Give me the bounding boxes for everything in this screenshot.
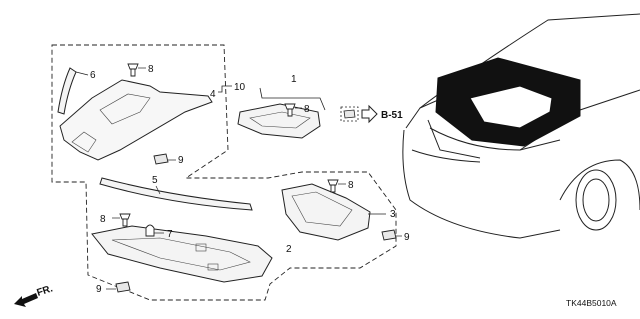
part-6-strip xyxy=(57,67,77,115)
callout-10: 10 xyxy=(234,82,246,93)
callout-9-a: 9 xyxy=(178,155,184,166)
callout-6: 6 xyxy=(90,70,96,81)
part-4-detail-2 xyxy=(71,131,97,153)
diagram-code: TK44B5010A xyxy=(566,298,617,308)
clip-8-a xyxy=(127,63,139,77)
callout-8-a: 8 xyxy=(148,64,154,75)
callout-8-c: 8 xyxy=(100,214,106,225)
part-3-detail xyxy=(291,191,353,227)
engine-bay-opening xyxy=(435,57,581,147)
front-arrow-icon xyxy=(14,293,38,307)
bracket-1 xyxy=(259,87,326,111)
callout-7: 7 xyxy=(167,229,173,240)
clip-8-c xyxy=(119,213,131,227)
clip-8-b xyxy=(284,103,296,117)
clip-8-d xyxy=(327,179,339,193)
ref-clip-icon xyxy=(343,109,356,119)
vehicle-illustration xyxy=(402,13,640,239)
callout-1: 1 xyxy=(291,74,297,85)
callout-4: 4 xyxy=(210,89,216,100)
ref-box xyxy=(340,106,359,122)
callout-3: 3 xyxy=(390,209,396,220)
clip-9-b xyxy=(115,281,131,293)
part-3-cover xyxy=(281,183,371,241)
part-2-cover xyxy=(91,225,273,283)
part-2-detail-2 xyxy=(195,243,207,252)
clip-9-c xyxy=(381,229,397,241)
callout-2: 2 xyxy=(286,244,292,255)
leader-6 xyxy=(75,71,89,76)
group-outline xyxy=(51,44,397,301)
part-5-strip xyxy=(99,177,253,211)
clip-9-a xyxy=(153,153,169,165)
callout-5: 5 xyxy=(152,175,158,186)
callout-9-c: 9 xyxy=(404,232,410,243)
part-2-detail-3 xyxy=(207,263,219,271)
part-7-fastener xyxy=(145,224,155,237)
reference-label: B-51 xyxy=(381,110,403,121)
callout-9-b: 9 xyxy=(96,284,102,295)
bracket-4-10 xyxy=(218,85,232,93)
callout-8-b: 8 xyxy=(304,104,310,115)
part-4-detail xyxy=(99,93,151,125)
front-label: FR. xyxy=(36,283,55,299)
ref-arrow-icon xyxy=(361,104,378,124)
callout-8-d: 8 xyxy=(348,180,354,191)
leader-5 xyxy=(155,185,161,195)
part-2-detail xyxy=(111,237,251,271)
part-1-detail xyxy=(249,111,311,129)
part-4-cowl xyxy=(59,79,213,161)
